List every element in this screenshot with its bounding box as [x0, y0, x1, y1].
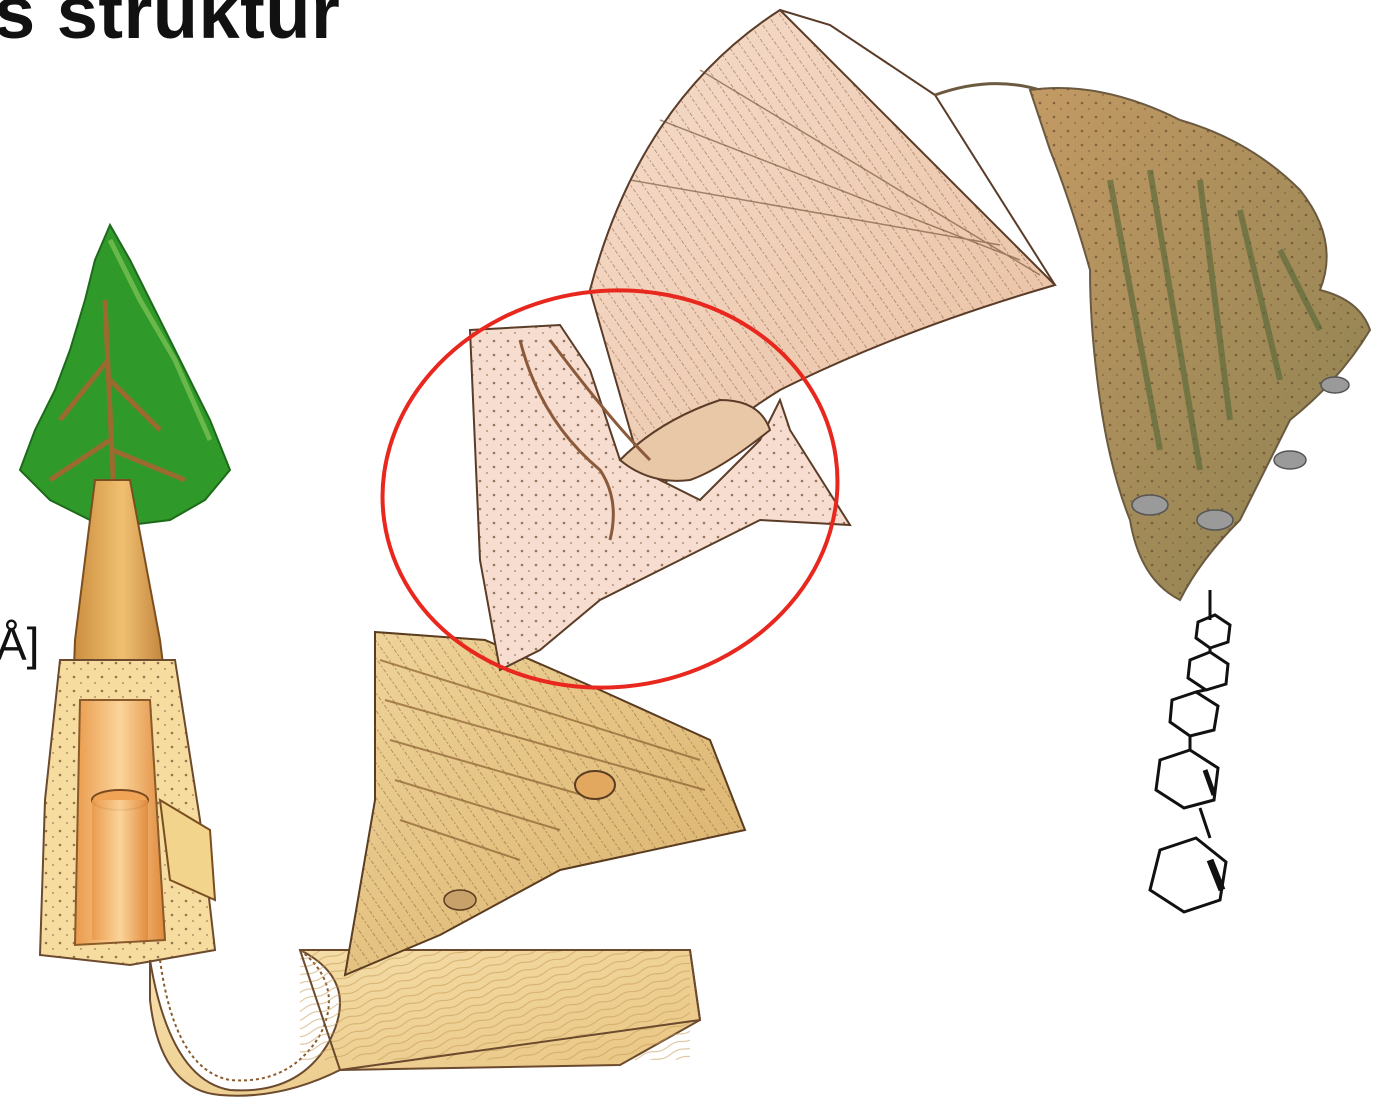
microfibril-bundle-icon — [1030, 88, 1370, 600]
log-section-icon — [40, 660, 215, 965]
wood-board-icon — [150, 950, 700, 1096]
cell-wall-layers-icon — [470, 10, 1055, 670]
cellulose-chain-icon — [1150, 590, 1230, 912]
